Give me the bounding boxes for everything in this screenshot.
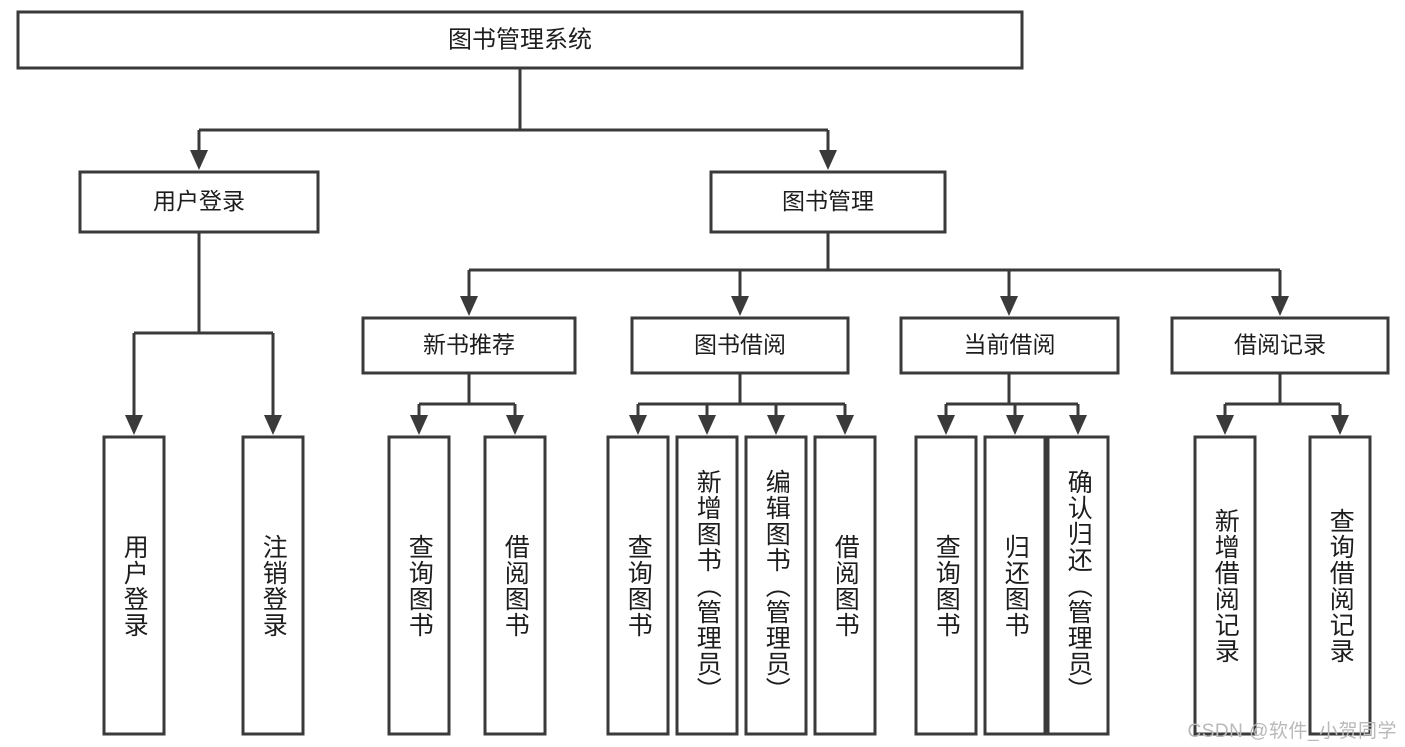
- arrowhead-icon: [698, 415, 716, 435]
- leaf-box-leaf-add-book[interactable]: [675, 435, 739, 736]
- leaf-box-leaf-query-book-rec[interactable]: [387, 435, 451, 736]
- node-label-new-book-rec: 新书推荐: [423, 332, 515, 358]
- leaf-box-leaf-query-book-borrow[interactable]: [606, 435, 670, 736]
- leaf-box-leaf-borrow-book-rec[interactable]: [483, 435, 547, 736]
- arrowhead-icon: [125, 415, 143, 435]
- arrowhead-icon: [1271, 296, 1289, 316]
- arrowhead-icon: [819, 150, 837, 170]
- leaf-box-leaf-user-login[interactable]: [102, 435, 166, 736]
- leaf-box-leaf-return-book[interactable]: [983, 435, 1047, 736]
- node-label-current-borrow: 当前借阅: [964, 332, 1056, 358]
- node-root[interactable]: [16, 10, 1024, 70]
- connector-user-login: [132, 232, 275, 417]
- arrowhead-icon: [731, 296, 749, 316]
- arrowhead-icon: [410, 415, 428, 435]
- arrowhead-icon: [836, 415, 854, 435]
- arrowhead-icon: [937, 415, 955, 435]
- connector-borrow-record: [1223, 373, 1342, 417]
- boxes-layer: [16, 10, 1390, 736]
- arrowhead-icon: [1331, 415, 1349, 435]
- arrowhead-icon: [506, 415, 524, 435]
- connector-book-borrow: [636, 373, 847, 417]
- node-book-manage[interactable]: [709, 170, 947, 234]
- connectors-layer: [125, 68, 1349, 435]
- leaf-box-leaf-query-book-current[interactable]: [914, 435, 978, 736]
- node-new-book-rec[interactable]: [361, 316, 577, 375]
- leaf-box-leaf-logout[interactable]: [241, 435, 305, 736]
- leaf-box-leaf-borrow-book[interactable]: [813, 435, 877, 736]
- arrowhead-icon: [629, 415, 647, 435]
- arrowhead-icon: [1216, 415, 1234, 435]
- arrowhead-icon: [190, 150, 208, 170]
- connector-root: [197, 68, 830, 152]
- node-book-borrow[interactable]: [630, 316, 850, 375]
- connector-book-manage: [467, 232, 1282, 298]
- watermark: CSDN @软件_小贺同学: [1187, 721, 1397, 742]
- arrowhead-icon: [1006, 415, 1024, 435]
- node-label-book-manage: 图书管理: [782, 188, 874, 214]
- connector-current-borrow: [944, 373, 1080, 417]
- arrowhead-icon: [460, 296, 478, 316]
- arrowhead-icon: [1069, 415, 1087, 435]
- node-current-borrow[interactable]: [899, 316, 1120, 375]
- leaf-box-leaf-query-record[interactable]: [1308, 435, 1372, 736]
- node-borrow-record[interactable]: [1170, 316, 1390, 375]
- node-user-login[interactable]: [78, 170, 320, 234]
- leaf-box-leaf-confirm-return[interactable]: [1046, 435, 1110, 736]
- connector-new-book-rec: [417, 373, 517, 417]
- arrowhead-icon: [264, 415, 282, 435]
- node-label-root: 图书管理系统: [448, 26, 592, 53]
- arrowhead-icon: [1000, 296, 1018, 316]
- arrowhead-icon: [767, 415, 785, 435]
- leaf-box-leaf-edit-book[interactable]: [744, 435, 808, 736]
- leaf-box-leaf-add-record[interactable]: [1193, 435, 1257, 736]
- node-label-book-borrow: 图书借阅: [694, 332, 786, 358]
- node-label-user-login: 用户登录: [153, 188, 245, 214]
- node-label-borrow-record: 借阅记录: [1234, 332, 1326, 358]
